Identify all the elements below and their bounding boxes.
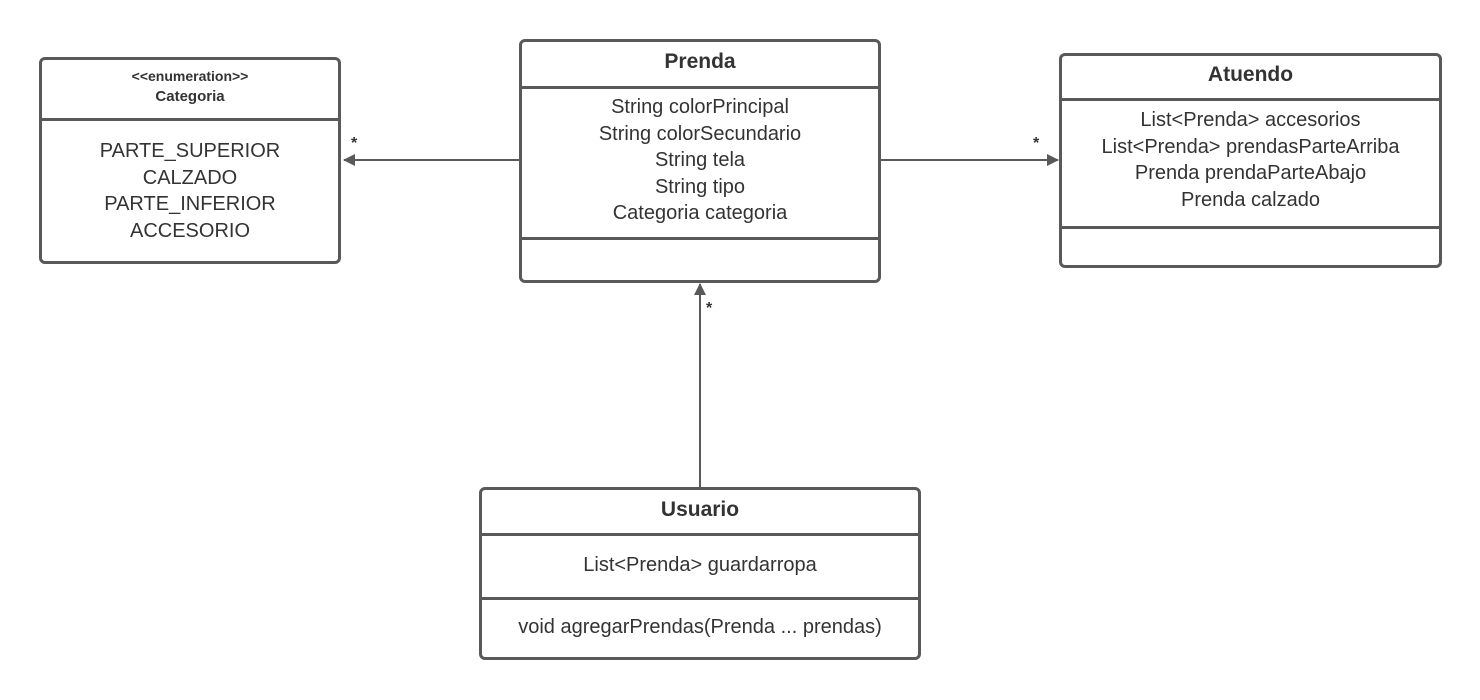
prenda-class-box: Prenda String colorPrincipal String colo… xyxy=(519,39,881,283)
attribute: String colorPrincipal xyxy=(611,96,789,118)
enum-value: PARTE_SUPERIOR xyxy=(99,140,281,162)
atuendo-attributes: List<Prenda> accesorios List<Prenda> pre… xyxy=(1062,98,1439,226)
attribute: String tipo xyxy=(654,175,746,198)
prenda-attributes: String colorPrincipal String colorSecund… xyxy=(522,86,878,237)
multiplicity-atuendo: * xyxy=(1033,135,1040,152)
attribute: String colorSecundario xyxy=(598,122,802,145)
multiplicity-categoria: * xyxy=(351,135,358,152)
categoria-header: <<enumeration>> Categoria xyxy=(42,60,338,118)
attribute: List<Prenda> accesorios xyxy=(1140,109,1361,131)
atuendo-class-box: Atuendo List<Prenda> accesorios List<Pre… xyxy=(1059,53,1442,268)
atuendo-header: Atuendo xyxy=(1062,56,1439,98)
usuario-operations: void agregarPrendas(Prenda ... prendas) xyxy=(482,597,918,657)
usuario-class-box: Usuario List<Prenda> guardarropa void ag… xyxy=(479,487,921,660)
usuario-attributes: List<Prenda> guardarropa xyxy=(482,533,918,597)
class-name-atuendo: Atuendo xyxy=(1207,63,1294,86)
class-name-prenda: Prenda xyxy=(664,50,736,73)
attribute: String tela xyxy=(654,149,746,172)
categoria-enum-box: <<enumeration>> Categoria PARTE_SUPERIOR… xyxy=(39,57,341,264)
attribute: List<Prenda> guardarropa xyxy=(583,554,817,576)
operation: void agregarPrendas(Prenda ... prendas) xyxy=(518,616,882,638)
attribute: List<Prenda> prendasParteArriba xyxy=(1101,135,1400,158)
usuario-header: Usuario xyxy=(482,490,918,533)
attribute: Prenda calzado xyxy=(1181,188,1320,211)
enum-value: ACCESORIO xyxy=(129,219,251,242)
attribute: Categoria categoria xyxy=(612,202,788,225)
attribute: Prenda prendaParteAbajo xyxy=(1134,162,1367,185)
class-name-categoria: Categoria xyxy=(155,88,225,105)
categoria-values: PARTE_SUPERIOR CALZADO PARTE_INFERIOR AC… xyxy=(42,118,338,261)
prenda-header: Prenda xyxy=(522,42,878,86)
multiplicity-prenda: * xyxy=(706,300,713,317)
enum-value: CALZADO xyxy=(142,166,238,189)
atuendo-operations xyxy=(1062,226,1439,265)
class-name-usuario: Usuario xyxy=(660,498,740,521)
prenda-operations xyxy=(522,237,878,280)
stereotype-label: <<enumeration>> xyxy=(131,68,249,84)
enum-value: PARTE_INFERIOR xyxy=(104,193,276,216)
